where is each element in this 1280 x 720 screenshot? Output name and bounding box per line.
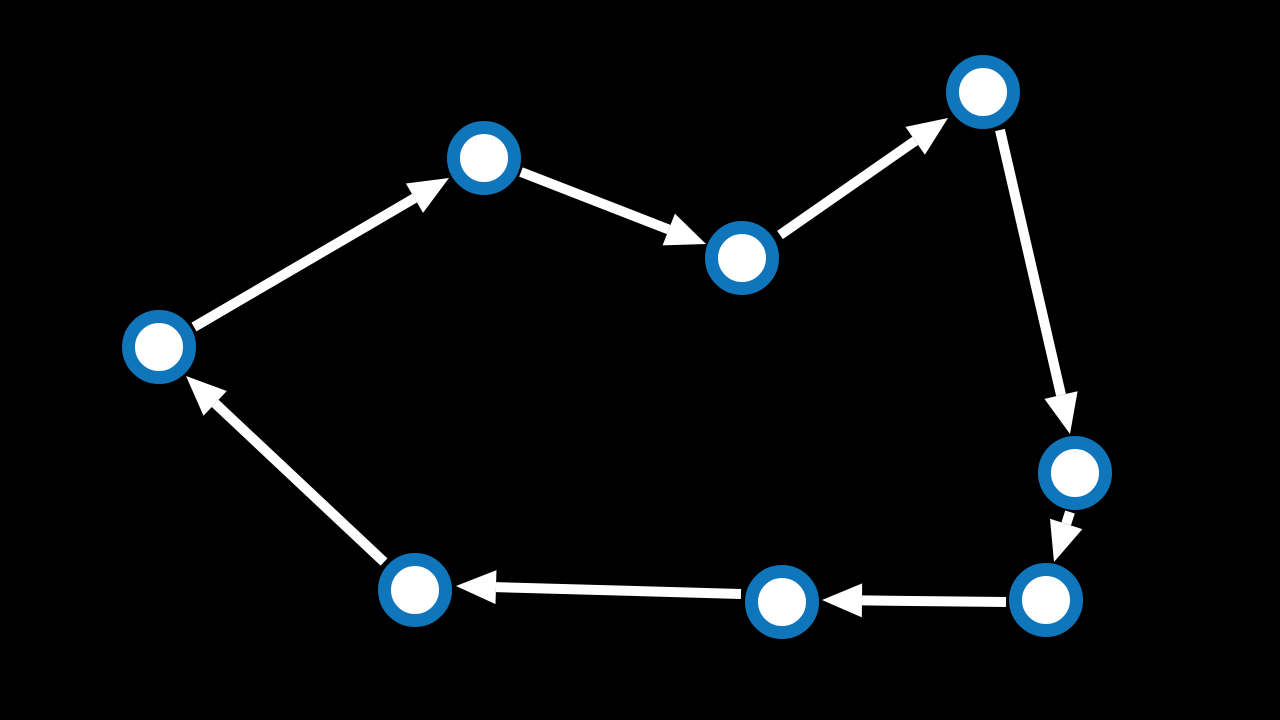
- node-circle[interactable]: [705, 221, 779, 295]
- graph-edge: [186, 376, 388, 566]
- node-circle[interactable]: [745, 565, 819, 639]
- edge-arrowhead-icon: [186, 376, 227, 416]
- node-circle[interactable]: [946, 55, 1020, 129]
- edge-arrowhead-icon: [405, 178, 449, 213]
- node-circle[interactable]: [1038, 436, 1112, 510]
- graph-node[interactable]: [1009, 563, 1083, 637]
- graph-node[interactable]: [946, 55, 1020, 129]
- graph-edge: [995, 128, 1078, 434]
- graph-edge: [519, 167, 706, 246]
- edge-arrowhead-icon: [1049, 518, 1083, 562]
- node-circle[interactable]: [122, 310, 196, 384]
- node-layer: [122, 55, 1112, 639]
- edge-line: [995, 128, 1066, 397]
- graph-node[interactable]: [1038, 436, 1112, 510]
- edge-arrowhead-icon: [822, 583, 863, 618]
- graph-node[interactable]: [378, 553, 452, 627]
- graph-node[interactable]: [705, 221, 779, 295]
- edge-line: [191, 193, 417, 332]
- edge-line: [1061, 510, 1075, 526]
- edge-arrowhead-icon: [905, 118, 948, 155]
- graph-edge: [1049, 510, 1083, 562]
- edge-line: [861, 595, 1007, 607]
- graph-node[interactable]: [447, 121, 521, 195]
- edge-arrowhead-icon: [662, 213, 706, 246]
- graph-edge: [777, 118, 948, 240]
- edge-arrowhead-icon: [1044, 391, 1078, 434]
- graph-edge: [456, 570, 742, 605]
- node-circle[interactable]: [378, 553, 452, 627]
- graph-edge: [822, 583, 1007, 618]
- edge-arrowhead-icon: [456, 570, 497, 605]
- graph-edge: [191, 178, 449, 332]
- edge-line: [519, 167, 671, 235]
- edge-line: [495, 582, 742, 599]
- graph-node[interactable]: [745, 565, 819, 639]
- edge-line: [211, 399, 388, 566]
- edge-layer: [186, 118, 1083, 618]
- node-circle[interactable]: [447, 121, 521, 195]
- node-circle[interactable]: [1009, 563, 1083, 637]
- graph-node[interactable]: [122, 310, 196, 384]
- edge-line: [777, 136, 919, 240]
